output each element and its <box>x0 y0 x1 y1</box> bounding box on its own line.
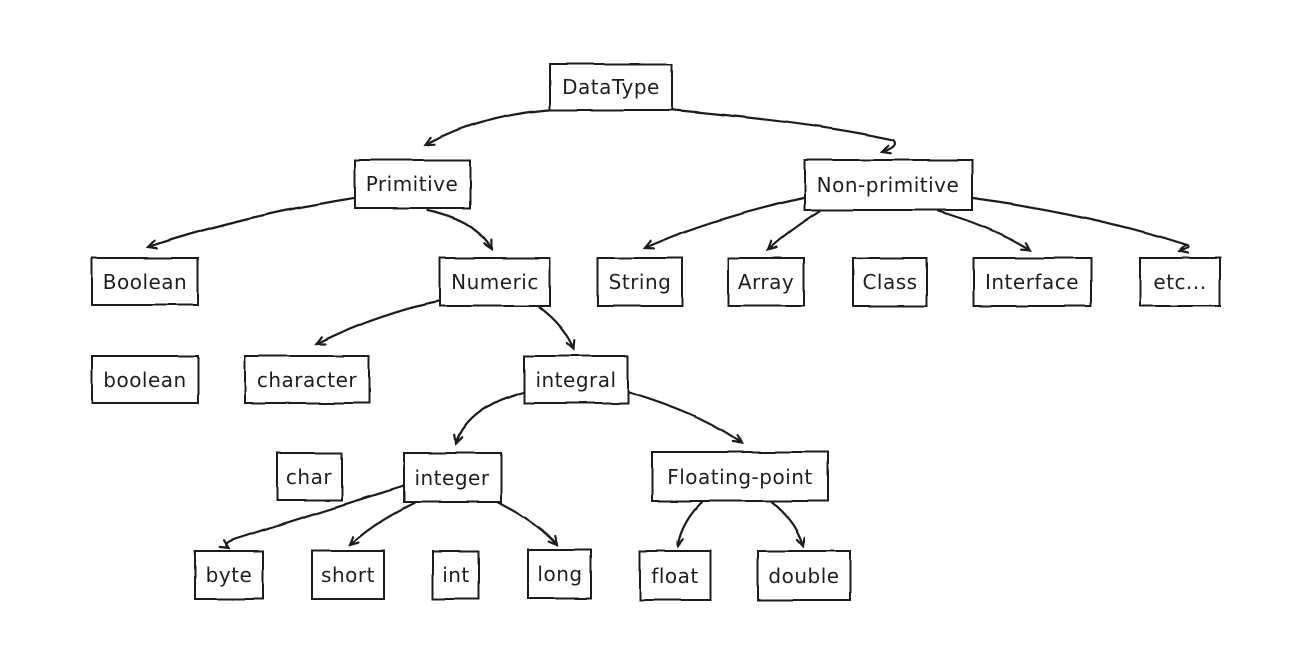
edge-floatingpoint-double <box>770 500 803 546</box>
node-int: int <box>432 550 480 600</box>
edge-primitive-boolean <box>148 196 356 247</box>
node-character-box <box>244 355 370 404</box>
edge-integral-integer <box>456 390 525 444</box>
node-integer-box <box>403 452 502 503</box>
edge-primitive-numeric <box>426 208 492 249</box>
edge-numeric-integral <box>538 305 574 349</box>
edge-nonprimitive-string <box>645 196 806 248</box>
node-short: short <box>311 550 385 600</box>
node-etc-label: etc... <box>1153 270 1206 294</box>
node-class: Class <box>852 257 928 307</box>
node-byte-box <box>194 550 264 600</box>
node-byte: byte <box>194 550 264 600</box>
node-integral-box <box>523 355 629 404</box>
node-integral-label: integral <box>535 368 616 392</box>
node-nonprimitive-label: Non-primitive <box>817 173 960 197</box>
node-etc-box <box>1139 257 1221 307</box>
edge-nonprimitive-array <box>768 209 822 250</box>
node-boolean-lower-box <box>91 355 199 404</box>
edge-integer-short <box>350 501 416 545</box>
node-char-box <box>276 452 343 501</box>
node-boolean-upper-label: Boolean <box>103 270 188 294</box>
edge-datatype-primitive <box>425 108 551 145</box>
nodes-layer: DataType Primitive Non-primitive Boolean… <box>91 63 1221 601</box>
node-string: String <box>597 257 683 307</box>
node-floatingpoint-label: Floating-point <box>667 465 813 489</box>
node-floatingpoint-box <box>651 451 829 502</box>
node-short-box <box>311 550 385 600</box>
edge-integral-floatingpoint <box>627 390 742 443</box>
node-primitive-box <box>354 159 471 209</box>
node-string-box <box>597 257 683 307</box>
node-nonprimitive-box <box>804 159 973 211</box>
edge-nonprimitive-etc <box>971 196 1191 251</box>
node-interface-label: Interface <box>985 270 1079 294</box>
node-boolean-lower: boolean <box>91 355 199 404</box>
node-char: char <box>276 452 343 501</box>
node-array-label: Array <box>738 270 794 294</box>
node-long-box <box>527 549 592 599</box>
edge-datatype-nonprimitive <box>671 108 897 152</box>
node-boolean-upper: Boolean <box>91 257 199 306</box>
node-float: float <box>639 550 711 601</box>
node-nonprimitive: Non-primitive <box>804 159 973 211</box>
node-long-label: long <box>537 562 582 586</box>
node-double-label: double <box>768 564 839 588</box>
node-double-box <box>757 550 851 601</box>
node-numeric-label: Numeric <box>451 270 539 294</box>
node-integer-label: integer <box>414 466 489 490</box>
node-double: double <box>757 550 851 601</box>
node-float-label: float <box>651 564 698 588</box>
node-numeric-box <box>439 257 551 307</box>
edge-integer-long <box>493 499 557 545</box>
node-byte-label: byte <box>206 563 253 587</box>
node-char-label: char <box>286 465 332 489</box>
node-floatingpoint: Floating-point <box>651 451 829 502</box>
node-int-box <box>432 550 480 600</box>
node-int-label: int <box>442 563 470 587</box>
node-float-box <box>639 550 711 601</box>
node-primitive-label: Primitive <box>366 172 459 196</box>
node-primitive: Primitive <box>354 159 471 209</box>
node-interface: Interface <box>972 257 1092 307</box>
node-integer: integer <box>403 452 502 503</box>
node-character-label: character <box>257 368 358 392</box>
edge-floatingpoint-float <box>678 500 704 546</box>
edges-layer <box>145 108 1191 548</box>
node-boolean-upper-box <box>91 257 199 306</box>
edge-numeric-character <box>316 298 446 344</box>
node-etc: etc... <box>1139 257 1221 307</box>
node-datatype-label: DataType <box>562 75 660 99</box>
node-long: long <box>527 549 592 599</box>
node-integral: integral <box>523 355 629 404</box>
edge-nonprimitive-interface <box>936 209 1030 250</box>
node-interface-box <box>972 257 1092 307</box>
node-numeric: Numeric <box>439 257 551 307</box>
node-short-label: short <box>321 563 375 587</box>
node-boolean-lower-label: boolean <box>103 368 186 392</box>
node-class-label: Class <box>862 270 917 294</box>
node-datatype-box <box>549 63 673 111</box>
node-character: character <box>244 355 370 404</box>
node-array: Array <box>727 257 805 307</box>
node-string-label: String <box>609 270 672 294</box>
node-datatype: DataType <box>549 63 673 111</box>
node-array-box <box>727 257 805 307</box>
node-class-box <box>852 257 928 307</box>
edge-integer-byte <box>226 484 406 548</box>
